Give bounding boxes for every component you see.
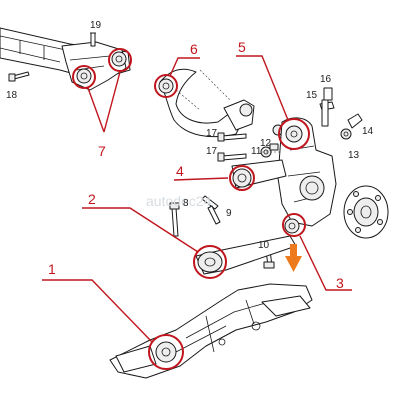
ring-callout-4 (229, 165, 255, 191)
ring-callout-3 (282, 213, 306, 237)
callout-label-6: 6 (190, 41, 198, 57)
part-label-17-upper: 17 (206, 128, 218, 139)
part-number-labels: 19 18 16 15 14 13 12 11 17 17 10 9 8 (6, 20, 374, 251)
lower-link-bushing (231, 159, 287, 189)
part-label-13: 13 (348, 150, 360, 161)
part-label-12: 12 (260, 138, 272, 149)
callout-labels: 1 2 3 4 5 6 7 (48, 39, 344, 291)
callout-label-7: 7 (98, 143, 106, 159)
watermark-text: autodoc24 (146, 193, 212, 209)
ring-callout-7a (72, 65, 96, 89)
ring-callout-2 (193, 245, 227, 279)
wheel-hub (343, 185, 389, 239)
ring-callout-6 (154, 74, 178, 98)
rear-subframe (109, 283, 313, 379)
ring-callout-5 (278, 118, 310, 150)
highlight-rings (72, 48, 310, 370)
callout-label-2: 2 (88, 191, 96, 207)
part-label-17-lower: 17 (206, 146, 218, 157)
part-label-14: 14 (362, 126, 374, 137)
part-label-10: 10 (258, 240, 270, 251)
part-label-19: 19 (90, 20, 102, 31)
trailing-link (195, 235, 297, 275)
orange-down-arrow (285, 244, 302, 272)
ring-callout-1 (148, 334, 184, 370)
upper-right-hardware (319, 87, 363, 140)
callout-label-3: 3 (336, 275, 344, 291)
ring-callout-7b (108, 48, 132, 72)
part-label-8: 8 (183, 198, 189, 209)
part-label-16: 16 (320, 74, 332, 85)
callout-label-1: 1 (48, 261, 56, 277)
stabilizer-frame-section (0, 27, 131, 91)
leader-lines (42, 55, 352, 343)
upper-link-arm (158, 68, 255, 138)
callout-label-5: 5 (238, 39, 246, 55)
part-label-15: 15 (306, 90, 318, 101)
part-label-11: 11 (251, 146, 262, 157)
part-label-18: 18 (6, 90, 18, 101)
part-label-9: 9 (226, 208, 232, 219)
callout-label-4: 4 (176, 163, 184, 179)
